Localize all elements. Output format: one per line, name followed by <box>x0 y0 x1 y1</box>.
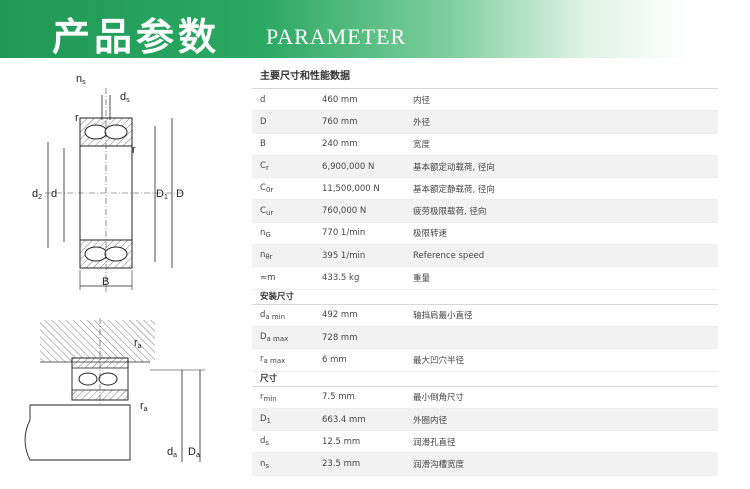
label-ns: ns <box>76 73 86 86</box>
param-description: 疲劳极限载荷, 径向 <box>413 207 487 218</box>
param-description: 基本额定动载荷, 径向 <box>413 162 495 173</box>
bearing-section-drawing: ns ds r r d2 d D1 D B <box>32 73 185 292</box>
table-row: D1 663.4 mm 外圈内径 <box>252 408 718 432</box>
label-ra-bottom: ra <box>140 400 148 413</box>
param-symbol: d <box>260 94 266 105</box>
install-section-title: 安装尺寸 <box>252 290 718 305</box>
label-d: d <box>51 188 57 200</box>
param-value: 12.5 mm <box>322 436 361 447</box>
param-symbol: D <box>260 116 267 127</box>
param-description: 最小倒角尺寸 <box>413 393 465 404</box>
bearing-drawings: ns ds r r d2 d D1 D B ra ra da Da <box>24 73 205 462</box>
label-D: D <box>176 188 184 200</box>
param-symbol: nG <box>260 227 271 239</box>
param-symbol: da min <box>260 309 286 321</box>
main-rows: d 460 mm 内径 D 760 mm 外径 B 240 mm 宽度 Cr 6,900,000 N… <box>252 89 718 290</box>
param-description: 润滑沟槽宽度 <box>413 460 465 471</box>
param-description: 极限转速 <box>413 229 448 240</box>
table-row: da min 492 mm 轴挡肩最小直径 <box>252 305 718 327</box>
param-symbol: ds <box>260 436 270 448</box>
param-description: 基本额定静载荷, 径向 <box>413 184 495 195</box>
param-description: 宽度 <box>413 140 431 151</box>
param-value: 6,900,000 N <box>322 161 375 172</box>
spec-table: 主要尺寸和性能数据 d 460 mm 内径 D 760 mm 外径 B 240 mm 宽度 Cr 6… <box>252 66 718 476</box>
param-description: 内径 <box>413 95 431 106</box>
param-value: 433.5 kg <box>322 273 360 284</box>
param-description: 润滑孔直径 <box>413 437 456 448</box>
table-row: Cr 6,900,000 N 基本额定动载荷, 径向 <box>252 155 718 179</box>
param-description: 轴挡肩最小直径 <box>413 311 473 322</box>
header-banner: 产品参数 PARAMETER <box>0 0 750 59</box>
param-value: 760,000 N <box>322 206 367 217</box>
table-row: B 240 mm 宽度 <box>252 134 718 156</box>
page-subtitle: PARAMETER <box>266 24 407 49</box>
table-row: ra max 6 mm 最大凹穴半径 <box>252 349 718 372</box>
dim-rows: rmin 7.5 mm 最小倒角尺寸 D1 663.4 mm 外圈内径 ds 12.5 mm 润… <box>252 387 718 476</box>
param-symbol: ns <box>260 458 270 470</box>
param-value: 7.5 mm <box>322 392 355 403</box>
param-symbol: Cur <box>260 205 274 217</box>
param-description: 外圈内径 <box>413 415 448 426</box>
param-value: 11,500,000 N <box>322 183 380 194</box>
label-D1: D1 <box>156 188 168 201</box>
param-description: 外径 <box>413 117 431 128</box>
param-value: 728 mm <box>322 332 358 343</box>
param-description: Reference speed <box>413 250 485 261</box>
table-row: ds 12.5 mm 润滑孔直径 <box>252 431 718 454</box>
param-value: 663.4 mm <box>322 414 366 425</box>
table-row: C0r 11,500,000 N 基本额定静载荷, 径向 <box>252 178 718 201</box>
param-symbol: rmin <box>260 391 277 403</box>
param-symbol: ≈m <box>260 273 276 284</box>
install-rows: da min 492 mm 轴挡肩最小直径 Da max 728 mm ra max 6 m… <box>252 305 718 372</box>
mounting-drawing: ra ra da Da <box>24 318 205 462</box>
label-Da: Da <box>188 446 200 459</box>
label-ra-top: ra <box>134 337 142 350</box>
label-d2: d2 <box>32 188 42 201</box>
param-symbol: C0r <box>260 183 274 195</box>
table-row: Da max 728 mm <box>252 326 718 350</box>
param-symbol: D1 <box>260 414 272 425</box>
spec-heading: 主要尺寸和性能数据 <box>252 66 718 89</box>
table-row: rmin 7.5 mm 最小倒角尺寸 <box>252 387 718 409</box>
dim-section-title: 尺寸 <box>252 372 718 387</box>
param-value: 395 1/min <box>322 250 366 261</box>
param-value: 770 1/min <box>322 228 366 239</box>
param-symbol: ra max <box>260 354 286 366</box>
param-value: 23.5 mm <box>322 459 361 470</box>
param-value: 6 mm <box>322 354 347 365</box>
param-symbol: nθr <box>260 250 273 262</box>
param-value: 460 mm <box>322 94 358 105</box>
label-r-left: r <box>75 112 79 124</box>
param-value: 240 mm <box>322 139 358 150</box>
label-da: da <box>167 446 177 459</box>
table-row: ≈m 433.5 kg 重量 <box>252 267 718 290</box>
table-row: nθr 395 1/min Reference speed <box>252 245 718 268</box>
table-row: ns 23.5 mm 润滑沟槽宽度 <box>252 453 718 476</box>
label-ds: ds <box>120 91 130 104</box>
table-row: nG 770 1/min 极限转速 <box>252 223 718 246</box>
page-title: 产品参数 <box>52 15 221 59</box>
table-row: Cur 760,000 N 疲劳极限载荷, 径向 <box>252 200 718 223</box>
label-B: B <box>102 276 109 288</box>
param-value: 760 mm <box>322 116 358 127</box>
param-symbol: Da max <box>260 332 289 344</box>
label-r-right: r <box>132 144 136 156</box>
param-description: 最大凹穴半径 <box>413 355 465 366</box>
table-row: D 760 mm 外径 <box>252 111 718 134</box>
param-symbol: Cr <box>260 161 269 173</box>
param-description: 重量 <box>413 274 431 285</box>
param-symbol: B <box>260 139 266 150</box>
param-value: 492 mm <box>322 310 358 321</box>
table-row: d 460 mm 内径 <box>252 89 718 112</box>
